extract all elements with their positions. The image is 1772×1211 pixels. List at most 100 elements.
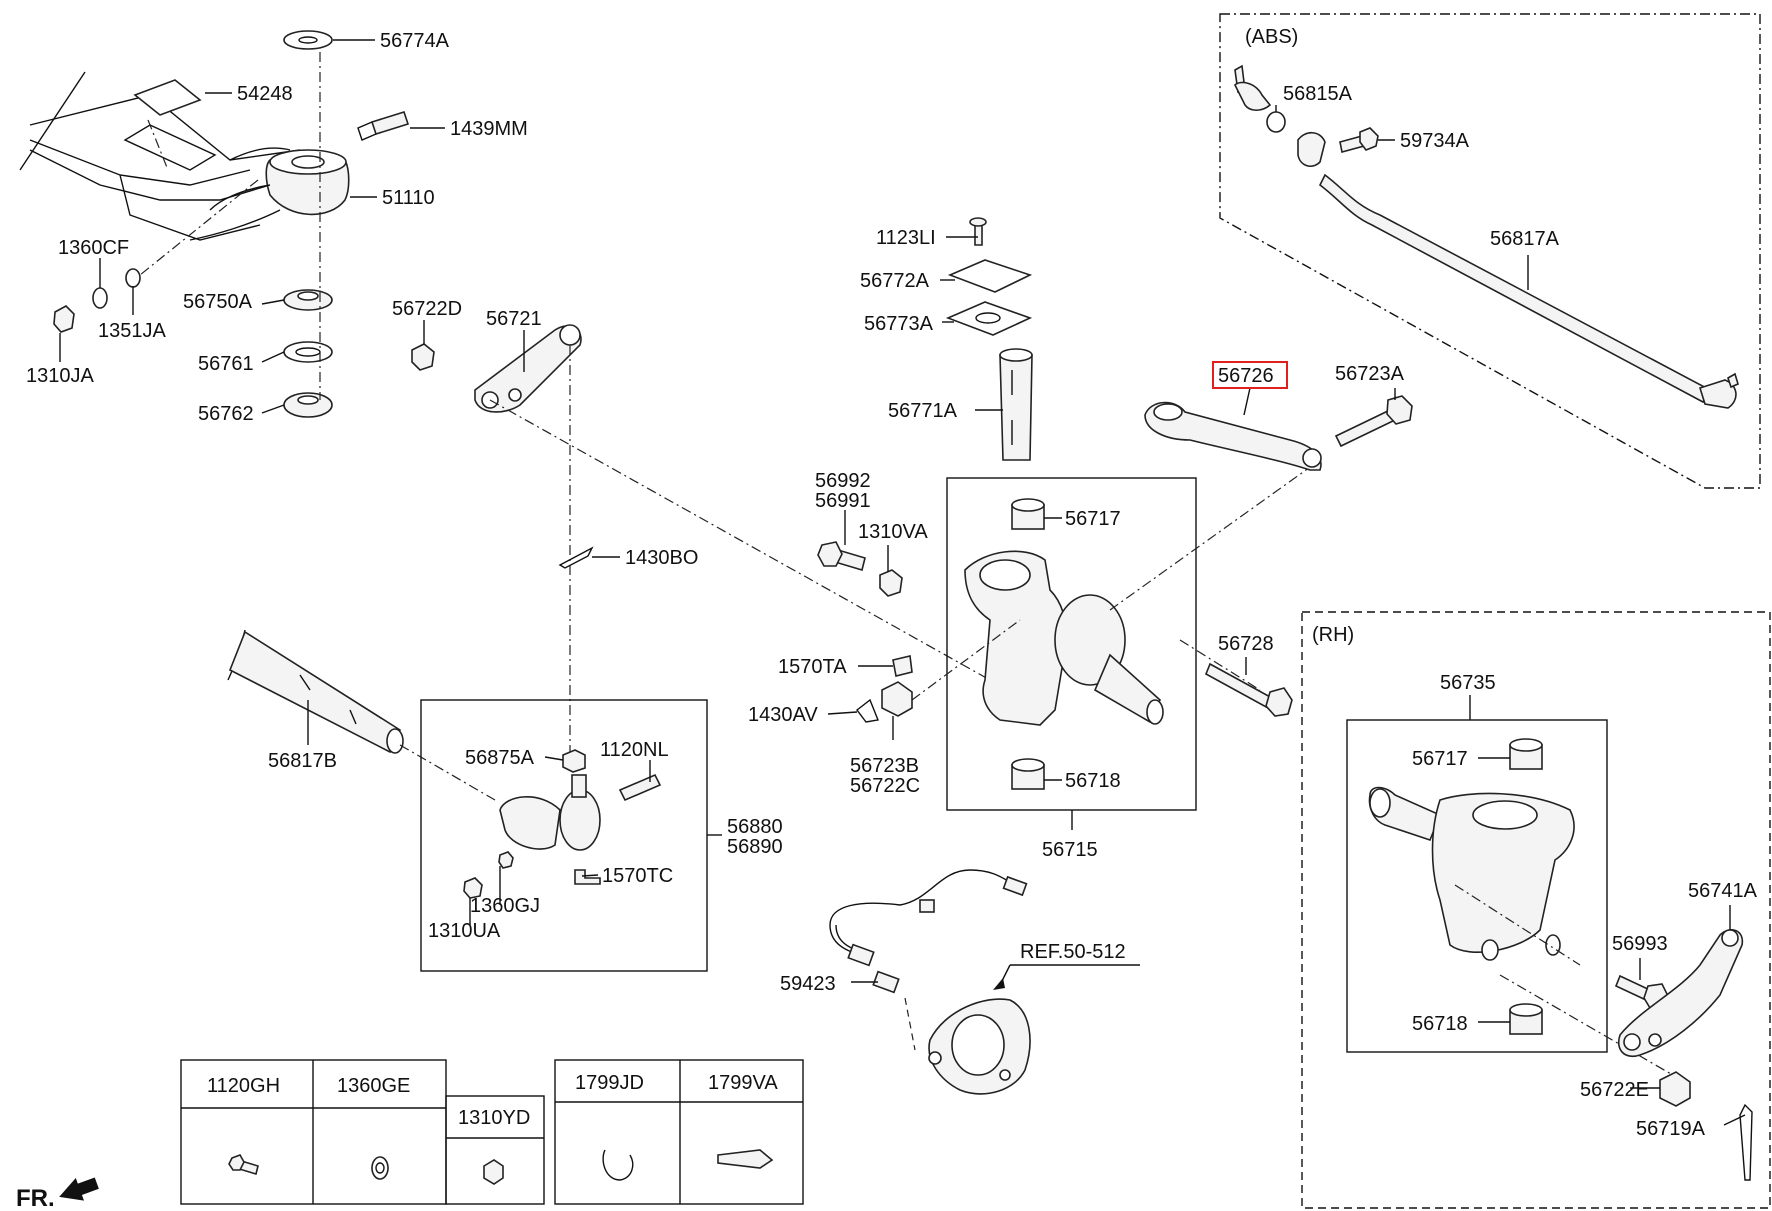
abs-parts xyxy=(1234,64,1739,409)
part-labels: 56774A 54248 1439MM 51110 1360CF 56750A … xyxy=(16,26,1758,1211)
label-54248: 54248 xyxy=(237,83,293,105)
label-56772A: 56772A xyxy=(860,270,930,292)
label-56890: 56890 xyxy=(727,836,783,858)
label-1430AV: 1430AV xyxy=(748,704,818,726)
label-56991: 56991 xyxy=(815,490,871,512)
tie-rod-56817B xyxy=(227,629,404,754)
label-1310JA: 1310JA xyxy=(26,365,94,387)
backing-plate xyxy=(928,998,1031,1095)
label-56817A: 56817A xyxy=(1490,228,1560,250)
label-56722C: 56722C xyxy=(850,775,920,797)
cap-56772A-shape xyxy=(947,259,1033,293)
label-rh-56718: 56718 xyxy=(1412,1013,1468,1035)
rh-knuckle xyxy=(1368,738,1575,1035)
small-parts-table: 1120GH 1360GE 1310YD 1799JD 1799VA xyxy=(180,1059,804,1205)
label-1570TA: 1570TA xyxy=(778,656,847,678)
front-arrow-icon xyxy=(59,1177,99,1201)
table-cell-1799JD: 1799JD xyxy=(575,1072,644,1094)
label-ref-50-512: REF.50-512 xyxy=(1020,941,1126,963)
table-cell-1120GH: 1120GH xyxy=(207,1075,280,1097)
bolt-56728 xyxy=(1204,662,1293,717)
label-1310UA: 1310UA xyxy=(428,920,501,942)
nut-1310JA-shape xyxy=(53,305,75,333)
label-56750A: 56750A xyxy=(183,291,253,313)
label-56771A: 56771A xyxy=(888,400,958,422)
label-59734A: 59734A xyxy=(1400,130,1470,152)
label-51110: 51110 xyxy=(382,187,435,209)
label-56719A: 56719A xyxy=(1636,1118,1706,1140)
label-1430BO: 1430BO xyxy=(625,547,698,569)
label-56726: 56726 xyxy=(1218,365,1274,387)
label-1123LI: 1123LI xyxy=(876,227,936,249)
rh-nut-56722E xyxy=(1659,1071,1691,1107)
label-56880: 56880 xyxy=(727,816,783,838)
cotter-pin-1430BO-shape xyxy=(558,546,594,569)
label-56728: 56728 xyxy=(1218,633,1274,655)
washer-56761-shape xyxy=(283,341,333,363)
label-rh-56717: 56717 xyxy=(1412,748,1468,770)
label-56774A: 56774A xyxy=(380,30,450,52)
rh-box xyxy=(1301,611,1771,1209)
clip-1799JD-icon xyxy=(602,1149,634,1181)
tie-1799VA-icon xyxy=(717,1149,774,1169)
washer-1360CF-shape xyxy=(92,287,108,309)
nut-1310YD-icon xyxy=(483,1159,504,1185)
rh-arm-56741A xyxy=(1618,929,1744,1057)
tie-rod-end-56880 xyxy=(463,749,662,899)
label-56817B: 56817B xyxy=(268,750,337,772)
abs-box xyxy=(1219,13,1761,489)
nut-56722D-shape xyxy=(411,343,435,371)
label-56723A: 56723A xyxy=(1335,363,1405,385)
bolt-56723A xyxy=(1334,395,1413,448)
label-56718: 56718 xyxy=(1065,770,1121,792)
knuckle-56715 xyxy=(964,498,1164,790)
gasket-56773A-shape xyxy=(945,301,1033,336)
label-56815A: 56815A xyxy=(1283,83,1353,105)
label-56762: 56762 xyxy=(198,403,254,425)
washer-56774A-shape xyxy=(283,30,333,50)
arm-56726 xyxy=(1144,401,1322,471)
label-56717: 56717 xyxy=(1065,508,1121,530)
plate-54248 xyxy=(133,79,202,116)
kingpin-56771A xyxy=(999,348,1033,461)
arm-56721 xyxy=(474,324,582,413)
label-56741A: 56741A xyxy=(1688,880,1758,902)
label-1120NL: 1120NL xyxy=(600,739,669,761)
label-1360CF: 1360CF xyxy=(58,237,129,259)
table-cell-1799VA: 1799VA xyxy=(708,1072,778,1094)
washer-1351JA-shape xyxy=(125,268,141,288)
label-1310VA: 1310VA xyxy=(858,521,928,543)
label-1570TC: 1570TC xyxy=(602,865,673,887)
rh-cotter-56719A xyxy=(1739,1103,1753,1181)
table-cell-1310YD: 1310YD xyxy=(458,1107,530,1129)
grease-1570TA-shape xyxy=(892,655,913,677)
label-56715: 56715 xyxy=(1042,839,1098,861)
rh-knuckle-box xyxy=(1346,719,1608,1053)
label-56722D: 56722D xyxy=(392,298,462,320)
bolt-1439MM-shape xyxy=(370,111,410,135)
label-1351JA: 1351JA xyxy=(98,320,166,342)
label-56761: 56761 xyxy=(198,353,254,375)
label-56723B: 56723B xyxy=(850,755,919,777)
bracket-51110 xyxy=(189,149,350,241)
label-abs: (ABS) xyxy=(1245,26,1298,48)
table-cell-1360GE: 1360GE xyxy=(337,1075,410,1097)
leader-lines xyxy=(59,39,1746,1126)
label-56992: 56992 xyxy=(815,470,871,492)
label-front: FR. xyxy=(16,1185,55,1211)
label-56773A: 56773A xyxy=(864,313,934,335)
label-1360GJ: 1360GJ xyxy=(470,895,540,917)
label-56993: 56993 xyxy=(1612,933,1668,955)
label-59423: 59423 xyxy=(780,973,836,995)
cotter-1430AV-shape xyxy=(856,698,879,723)
abs-sensor-wire xyxy=(829,869,1028,994)
label-56722E: 56722E xyxy=(1580,1079,1649,1101)
label-56721: 56721 xyxy=(486,308,542,330)
label-rh: (RH) xyxy=(1312,624,1354,646)
nut-1310VA-shape xyxy=(879,569,903,597)
chassis-frame xyxy=(19,71,301,241)
highlight-box-56726 xyxy=(1212,361,1288,389)
nut-56723B-shape xyxy=(881,681,913,717)
label-56875A: 56875A xyxy=(465,747,535,769)
